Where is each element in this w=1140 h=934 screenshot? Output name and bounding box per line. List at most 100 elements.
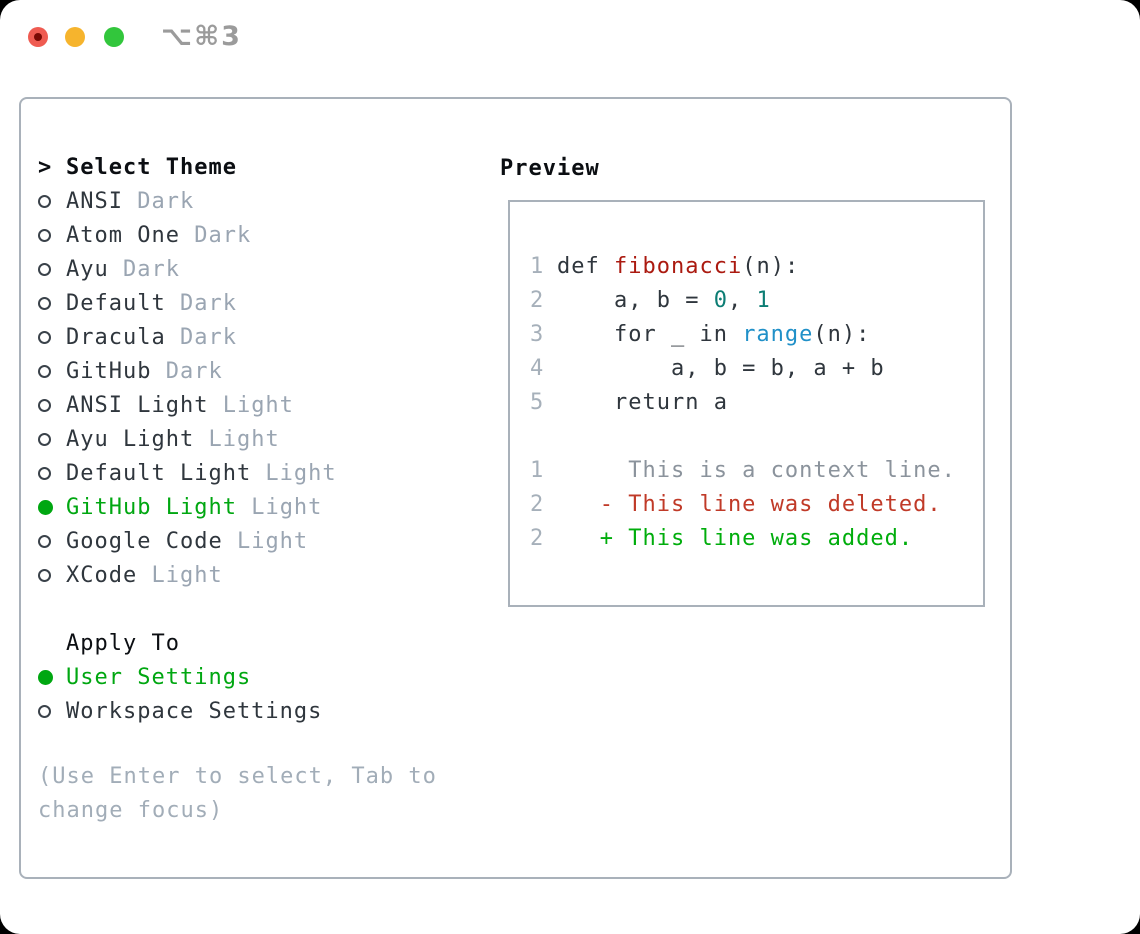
- theme-variant-tag: Light: [236, 494, 323, 520]
- radio-icon: [38, 194, 51, 208]
- theme-name: ANSI: [66, 188, 123, 214]
- code-token-code: a, b = b, a + b: [557, 356, 885, 381]
- radio-icon: [38, 466, 51, 480]
- theme-option[interactable]: XCode Light: [38, 558, 337, 592]
- code-line: 5 return a: [530, 386, 983, 420]
- radio-icon: [38, 330, 51, 344]
- line-number: 1: [530, 458, 545, 483]
- radio-icon: [38, 296, 51, 310]
- radio-icon: [38, 568, 51, 582]
- code-token-builtin: range: [742, 322, 814, 347]
- theme-variant-tag: Light: [208, 392, 294, 418]
- radio-icon: [38, 262, 51, 276]
- radio-icon: [38, 534, 51, 548]
- theme-option[interactable]: ANSI Dark: [38, 184, 337, 218]
- line-number: 5: [530, 390, 545, 415]
- theme-option[interactable]: Dracula Dark: [38, 320, 337, 354]
- minimize-button[interactable]: [65, 27, 85, 47]
- apply-option[interactable]: User Settings: [38, 660, 322, 694]
- radio-icon: [38, 228, 51, 242]
- close-dot-icon: [34, 33, 42, 41]
- preview-title: Preview: [500, 156, 600, 181]
- radio-icon: [38, 364, 51, 378]
- radio-selected-icon: [38, 669, 53, 685]
- theme-option[interactable]: Default Light Light: [38, 456, 337, 490]
- window-shortcut-label: ⌥⌘3: [161, 21, 242, 52]
- code-token-code: def: [557, 254, 614, 279]
- code-line: 2 - This line was deleted.: [530, 488, 983, 522]
- theme-name: Google Code: [66, 528, 223, 554]
- theme-variant-tag: Light: [222, 528, 309, 554]
- theme-name: Ayu Light: [66, 426, 195, 452]
- theme-name: Atom One: [66, 222, 180, 248]
- titlebar: ⌥⌘3: [0, 0, 1140, 75]
- line-number: 2: [530, 492, 545, 517]
- line-number: 2: [530, 288, 545, 313]
- theme-variant-tag: Dark: [151, 358, 223, 384]
- code-token-context: This is a context line.: [557, 458, 956, 483]
- theme-option[interactable]: GitHub Light Light: [38, 490, 337, 524]
- theme-variant-tag: Dark: [165, 290, 237, 316]
- code-line: [530, 420, 983, 454]
- radio-selected-icon: [38, 499, 53, 515]
- theme-variant-tag: Light: [251, 460, 337, 486]
- theme-name: XCode: [66, 562, 138, 588]
- theme-variant-tag: Dark: [108, 256, 180, 282]
- code-line: 4 a, b = b, a + b: [530, 352, 983, 386]
- theme-name: GitHub: [66, 358, 152, 384]
- code-token-code: a, b =: [557, 288, 714, 313]
- theme-option[interactable]: Default Dark: [38, 286, 337, 320]
- code-token-code: for _ in: [557, 322, 743, 347]
- code-line: 3 for _ in range(n):: [530, 318, 983, 352]
- theme-name: Dracula: [66, 324, 166, 350]
- theme-option[interactable]: Atom One Dark: [38, 218, 337, 252]
- line-number: 1: [530, 254, 545, 279]
- apply-to-header: Apply To: [38, 626, 322, 660]
- close-button[interactable]: [28, 27, 48, 47]
- theme-variant-tag: Light: [137, 562, 223, 588]
- keyboard-hint: (Use Enter to select, Tab to change focu…: [38, 764, 437, 823]
- theme-name: Default Light: [66, 460, 252, 486]
- code-token-code: (n):: [813, 322, 871, 347]
- apply-option-label: Workspace Settings: [66, 698, 323, 724]
- code-token-number: 0: [713, 288, 728, 313]
- theme-name: Default: [66, 290, 166, 316]
- code-line: 1 def fibonacci(n):: [530, 250, 983, 284]
- code-token-code: (n):: [742, 254, 800, 279]
- code-token-func: fibonacci: [613, 254, 743, 279]
- radio-icon: [38, 704, 51, 718]
- radio-icon: [38, 398, 51, 412]
- line-number: 4: [530, 356, 545, 381]
- theme-name: GitHub Light: [66, 494, 237, 520]
- theme-option[interactable]: Ayu Light Light: [38, 422, 337, 456]
- line-number: 2: [530, 526, 545, 551]
- theme-variant-tag: Dark: [122, 188, 195, 214]
- code-token-deleted: - This line was deleted.: [557, 492, 942, 517]
- theme-variant-tag: Light: [194, 426, 280, 452]
- zoom-button[interactable]: [104, 27, 124, 47]
- code-line: 2 + This line was added.: [530, 522, 983, 556]
- theme-option[interactable]: GitHub Dark: [38, 354, 337, 388]
- apply-option[interactable]: Workspace Settings: [38, 694, 322, 728]
- code-token-number: 1: [756, 288, 771, 313]
- line-number: 3: [530, 322, 545, 347]
- theme-list-header: > Select Theme: [38, 150, 337, 184]
- radio-icon: [38, 432, 51, 446]
- theme-option[interactable]: ANSI Light Light: [38, 388, 337, 422]
- theme-name: ANSI Light: [66, 392, 209, 418]
- theme-name: Ayu: [66, 256, 109, 282]
- theme-option[interactable]: Ayu Dark: [38, 252, 337, 286]
- apply-to-title: Apply To: [66, 630, 180, 656]
- theme-list-title: Select Theme: [66, 154, 237, 180]
- code-token-added: + This line was added.: [557, 526, 914, 551]
- theme-option[interactable]: Google Code Light: [38, 524, 337, 558]
- code-token-code: return a: [557, 390, 728, 415]
- apply-option-label: User Settings: [66, 664, 252, 690]
- focus-cursor-icon: >: [38, 154, 53, 180]
- theme-variant-tag: Dark: [179, 222, 252, 248]
